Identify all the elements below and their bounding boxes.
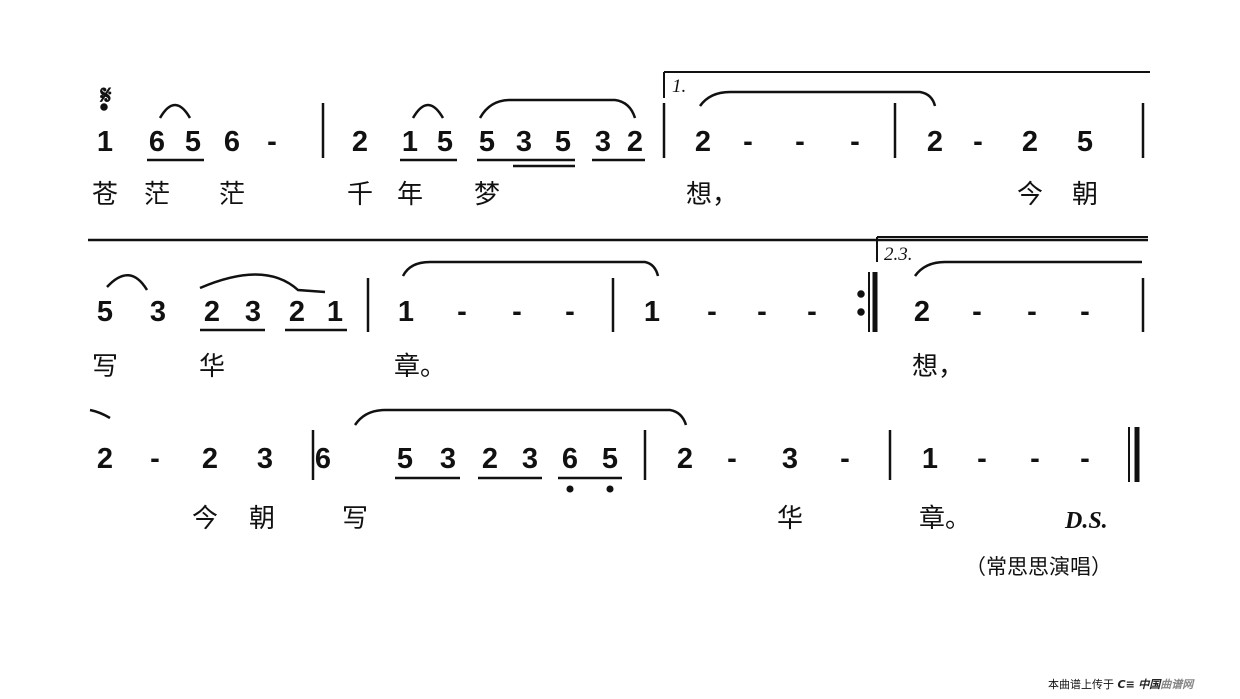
note: 6 (148, 126, 166, 158)
lyric: 想， (685, 180, 739, 210)
lyric: 华 (198, 352, 226, 382)
dash-sustain: - (840, 443, 850, 475)
upload-credit: 本曲谱上传于 C≡ 中国曲谱网 (1048, 676, 1193, 692)
note: 2 (926, 126, 944, 158)
note: 3 (521, 443, 539, 475)
note: 6 (223, 126, 241, 158)
note: 1 (921, 443, 939, 475)
lyric: 今 (191, 504, 219, 534)
lyric: 梦 (473, 180, 501, 210)
note: 3 (149, 296, 167, 328)
lyric: 想， (911, 352, 965, 382)
note: 2 (96, 443, 114, 475)
dash-sustain: - (707, 296, 717, 328)
note: 5 (554, 126, 572, 158)
dash-sustain: - (1030, 443, 1040, 475)
dash-sustain: - (850, 126, 860, 158)
note: 2 (288, 296, 306, 328)
lyric: 朝 (1071, 180, 1099, 210)
dash-sustain: - (457, 296, 467, 328)
lyric: 茫 (218, 180, 246, 210)
lyric: 苍 (91, 180, 119, 210)
site-logo-icon: C≡ (1117, 678, 1135, 691)
note: 2 (676, 443, 694, 475)
dal-segno-marking: D.S. (1065, 508, 1108, 534)
note: 1 (96, 126, 114, 158)
lyric: 章。 (918, 504, 972, 534)
note: 2 (201, 443, 219, 475)
dash-sustain: - (150, 443, 160, 475)
note: 2 (694, 126, 712, 158)
note: 1 (643, 296, 661, 328)
dash-sustain: - (795, 126, 805, 158)
note: 5 (1076, 126, 1094, 158)
note: 3 (515, 126, 533, 158)
dash-sustain: - (565, 296, 575, 328)
lyric: 写 (341, 504, 369, 534)
lyric: 朝 (248, 504, 276, 534)
note: 1 (326, 296, 344, 328)
dash-sustain: - (977, 443, 987, 475)
credit-prefix: 本曲谱上传于 (1048, 678, 1114, 691)
dash-sustain: - (267, 126, 277, 158)
note: 3 (594, 126, 612, 158)
note: 2 (351, 126, 369, 158)
lyric: 年 (396, 180, 424, 210)
note: 2 (203, 296, 221, 328)
site-name-2: 曲谱网 (1160, 678, 1194, 691)
note: 6 (561, 443, 579, 475)
note: 5 (601, 443, 619, 475)
note: 6 (314, 443, 332, 475)
volta-1-label: 1. (672, 76, 687, 97)
dash-sustain: - (757, 296, 767, 328)
singer-credit: （常思思演唱） (965, 555, 1112, 579)
note: 3 (256, 443, 274, 475)
note: 5 (478, 126, 496, 158)
segno-icon: 𝄋 (100, 80, 112, 110)
dash-sustain: - (743, 126, 753, 158)
note: 1 (401, 126, 419, 158)
note: 5 (396, 443, 414, 475)
note: 5 (436, 126, 454, 158)
note: 5 (96, 296, 114, 328)
volta-2-3-label: 2.3. (884, 244, 913, 265)
lyric: 写 (91, 352, 119, 382)
note: 2 (481, 443, 499, 475)
lyric: 千 (346, 180, 374, 210)
note: 3 (439, 443, 457, 475)
note: 5 (184, 126, 202, 158)
lyric: 章。 (393, 352, 447, 382)
lyric: 茫 (143, 180, 171, 210)
dash-sustain: - (727, 443, 737, 475)
note: 2 (1021, 126, 1039, 158)
dash-sustain: - (512, 296, 522, 328)
note: 2 (626, 126, 644, 158)
note: 2 (913, 296, 931, 328)
lyric: 华 (776, 504, 804, 534)
dash-sustain: - (1080, 296, 1090, 328)
note: 3 (781, 443, 799, 475)
note: 3 (244, 296, 262, 328)
dash-sustain: - (1027, 296, 1037, 328)
note: 1 (397, 296, 415, 328)
dash-sustain: - (1080, 443, 1090, 475)
lyric: 今 (1016, 180, 1044, 210)
dash-sustain: - (972, 296, 982, 328)
dash-sustain: - (807, 296, 817, 328)
site-name-1: 中国 (1138, 678, 1161, 691)
dash-sustain: - (973, 126, 983, 158)
